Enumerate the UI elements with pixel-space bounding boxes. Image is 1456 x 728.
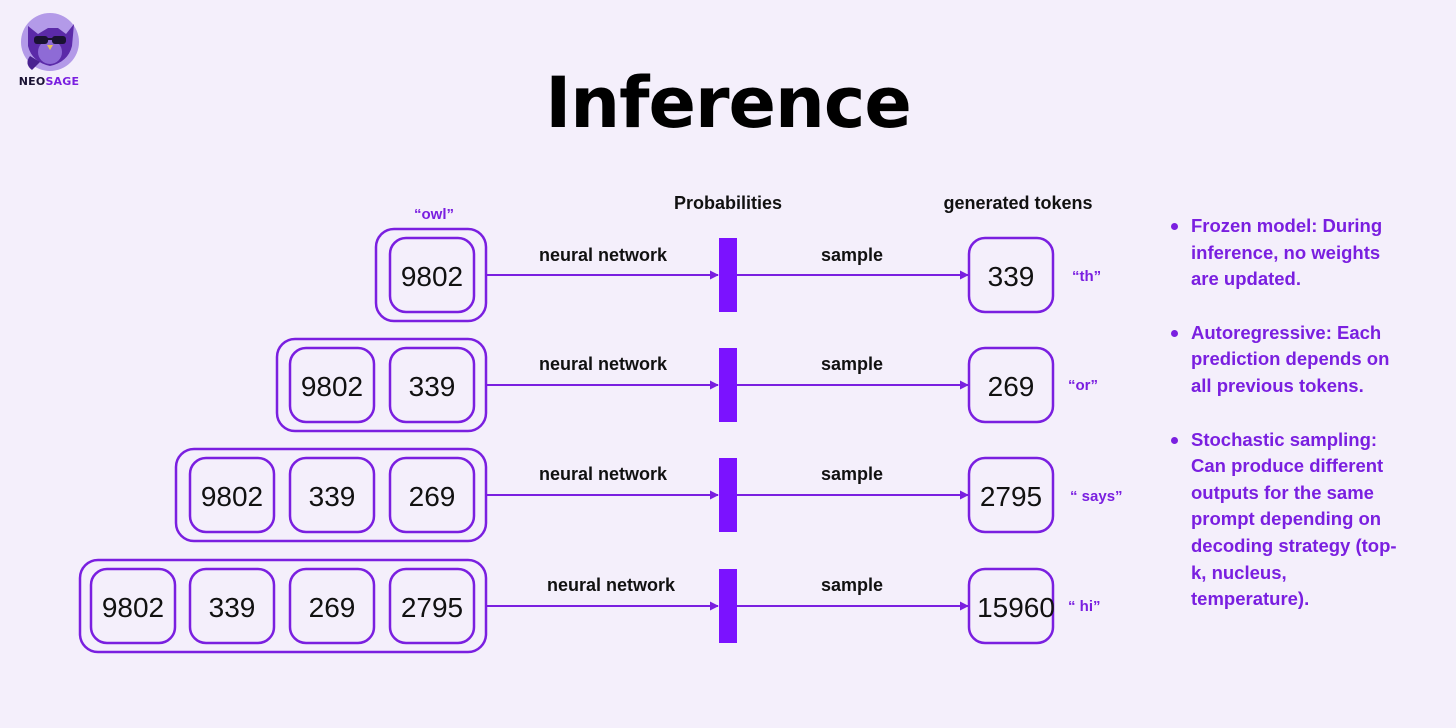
- inference-row-1: 9802 neural network sample 339 “th”: [374, 227, 1101, 323]
- notes-list: Frozen model: During inference, no weigh…: [1168, 213, 1400, 640]
- input-token: 339: [209, 592, 256, 623]
- page-title: Inference: [545, 62, 912, 144]
- network-label: neural network: [539, 464, 668, 484]
- input-token-box: [288, 567, 376, 645]
- input-token-box: [288, 456, 376, 534]
- input-token: 9802: [201, 481, 263, 512]
- output-token-box: [967, 236, 1055, 314]
- note-frozen-model: Frozen model: During inference, no weigh…: [1168, 213, 1400, 293]
- sample-label: sample: [821, 245, 883, 265]
- sample-label: sample: [821, 575, 883, 595]
- input-token-box: [188, 567, 276, 645]
- output-token: 2795: [980, 481, 1042, 512]
- input-token: 339: [409, 371, 456, 402]
- logo-text-accent: SAGE: [45, 75, 80, 88]
- output-token-box: [967, 567, 1055, 645]
- input-token: 9802: [401, 261, 463, 292]
- probability-bar: [719, 348, 737, 422]
- logo-text-dark: NEO: [18, 75, 46, 88]
- inference-row-4: 9802 339 269 2795 neural network sample …: [78, 558, 1101, 654]
- output-word: “ says”: [1070, 488, 1123, 505]
- output-token: 339: [988, 261, 1035, 292]
- output-token: 269: [988, 371, 1035, 402]
- owl-logo-icon: [21, 13, 79, 71]
- output-word: “or”: [1068, 377, 1098, 394]
- input-token-box: [188, 456, 276, 534]
- input-word-owl: “owl”: [414, 206, 454, 223]
- input-token-box: [388, 346, 476, 424]
- generated-tokens-header: generated tokens: [943, 193, 1092, 213]
- probability-bar: [719, 238, 737, 312]
- output-token-box: [967, 346, 1055, 424]
- input-token-box: [89, 567, 177, 645]
- network-label: neural network: [539, 245, 668, 265]
- probability-bar: [719, 458, 737, 532]
- input-token-box: [388, 236, 476, 314]
- neosage-logo: NEOSAGE: [14, 12, 84, 94]
- input-token: 269: [409, 481, 456, 512]
- probability-bar: [719, 569, 737, 643]
- network-label: neural network: [547, 575, 676, 595]
- output-token: 15960: [977, 592, 1055, 623]
- inference-row-3: 9802 339 269 neural network sample 2795 …: [174, 447, 1123, 543]
- input-token: 339: [309, 481, 356, 512]
- output-word: “ hi”: [1068, 598, 1101, 615]
- note-stochastic-sampling: Stochastic sampling: Can produce differe…: [1168, 427, 1400, 613]
- sample-label: sample: [821, 464, 883, 484]
- note-autoregressive: Autoregressive: Each prediction depends …: [1168, 320, 1400, 400]
- probabilities-header: Probabilities: [674, 193, 782, 213]
- logo-wordmark: NEOSAGE: [14, 75, 84, 88]
- inference-row-2: 9802 339 neural network sample 269 “or”: [275, 337, 1098, 433]
- sample-label: sample: [821, 354, 883, 374]
- input-token: 269: [309, 592, 356, 623]
- input-token: 9802: [102, 592, 164, 623]
- input-token: 2795: [401, 592, 463, 623]
- input-token: 9802: [301, 371, 363, 402]
- output-word: “th”: [1072, 268, 1101, 285]
- input-token-box: [288, 346, 376, 424]
- output-token-box: [967, 456, 1055, 534]
- input-token-box: [388, 567, 476, 645]
- input-token-box: [388, 456, 476, 534]
- network-label: neural network: [539, 354, 668, 374]
